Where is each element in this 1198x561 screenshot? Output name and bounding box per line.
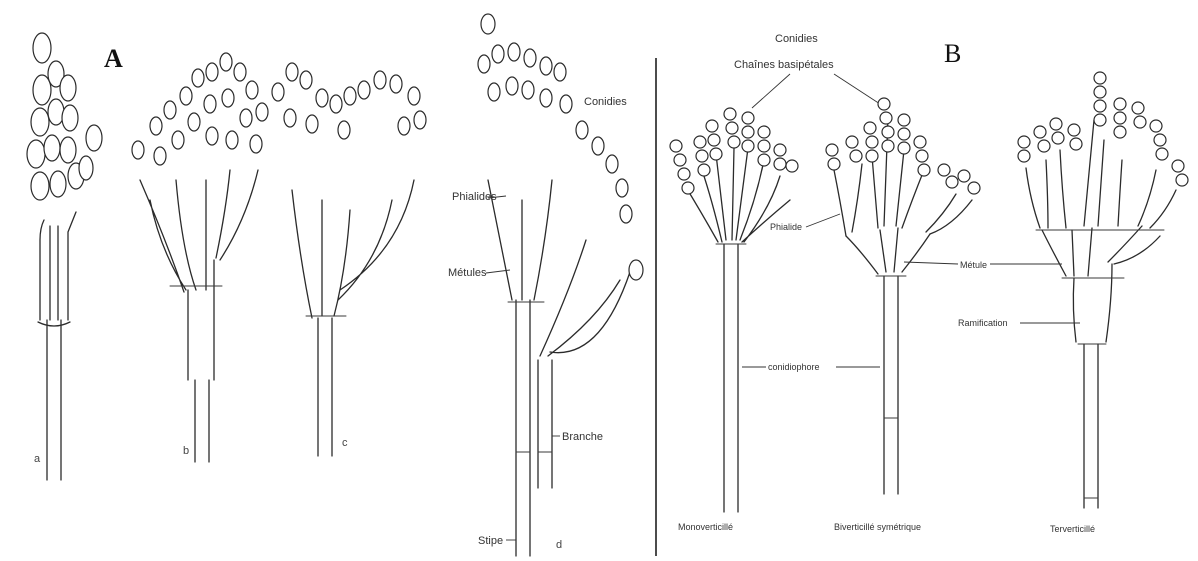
label-metules: Métules [448, 267, 487, 279]
label-conidies-b: Conidies [775, 33, 818, 45]
figure-letter-a: a [34, 453, 41, 465]
label-chaines: Chaînes basipétales [734, 59, 834, 71]
conidia-bi [826, 98, 980, 194]
panel-b-letter: B [944, 39, 961, 68]
conidiophore-a: a [27, 33, 102, 480]
biverticille [826, 98, 980, 494]
conidiophore-b: b [132, 53, 268, 462]
conidia-cluster-c [272, 63, 426, 139]
conidia-ter [1018, 72, 1188, 186]
conidia-cluster-b [132, 53, 268, 165]
conidiophore-c: c [272, 63, 426, 456]
label-conidies-a: Conidies [584, 96, 627, 108]
label-phialides: Phialides [452, 191, 497, 203]
label-ramification: Ramification [958, 318, 1008, 328]
label-phialide: Phialide [770, 222, 802, 232]
label-metule: Métule [960, 260, 987, 270]
monoverticille [670, 108, 798, 512]
label-stipe: Stipe [478, 535, 503, 547]
type-terverticille: Terverticillé [1050, 524, 1095, 534]
terverticille [1018, 72, 1188, 508]
figure-letter-b: b [183, 445, 189, 457]
figure-letter-d: d [556, 539, 562, 551]
label-conidiophore: conidiophore [768, 362, 820, 372]
panel-a-letter: A [104, 44, 123, 73]
conidia-chain-a [27, 33, 102, 200]
panel-b: B Conidies Chaînes basipétales [670, 33, 1188, 534]
figure-letter-c: c [342, 437, 348, 449]
conidiophore-d: d Conidies Phialides Métules Branche Sti… [448, 14, 643, 556]
type-biverticille: Biverticillé symétrique [834, 522, 921, 532]
type-monoverticille: Monoverticillé [678, 522, 733, 532]
conidia-cluster-d [478, 14, 643, 280]
panel-a: A a [27, 14, 643, 556]
label-branche: Branche [562, 431, 603, 443]
